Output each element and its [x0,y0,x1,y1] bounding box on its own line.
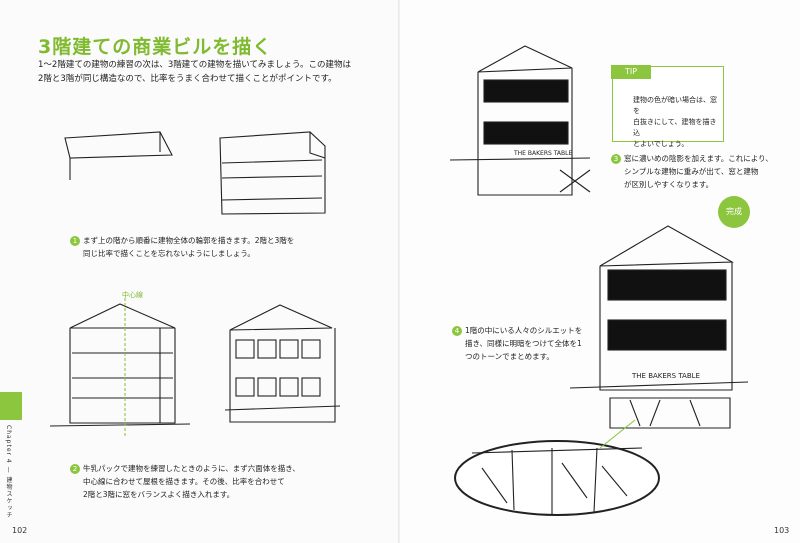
step3-building-sketch [449,45,591,196]
step2-sketch-windows [224,304,341,423]
step1-line-2: 同じ比率で描くことを忘れないようにしましょう。 [83,249,255,258]
step3-line-1: 窓に濃いめの陰影を加えます。これにより、 [624,154,773,163]
step2-line-2: 中心線に合わせて屋根を描きます。その後、比率を合わせて [83,477,285,486]
intro-text: 1〜2階建ての建物の練習の次は、3階建ての建物を描いてみましょう。この建物は 2… [38,58,368,86]
tip-box: TIP 建物の色が暗い場合は、窓を 白抜きにして、建物を描き込 とよいでしょう。 [611,65,724,148]
page-title: 3階建ての商業ビルを描く [38,36,273,58]
step1-badge: 1 [70,236,80,246]
detail-connector-line [599,419,636,449]
step1-line-1: まず上の階から順番に建物全体の輪郭を描きます。2階と3階を [83,236,295,245]
step3-badge: 3 [611,154,621,164]
step3-line-3: が区別しやすくなります。 [624,180,714,189]
left-page: 3階建ての商業ビルを描く 1〜2階建ての建物の練習の次は、3階建ての建物を描いて… [0,36,368,535]
intro-line-1: 1〜2階建ての建物の練習の次は、3階建ての建物を描いてみましょう。この建物は [38,60,351,70]
step4-line-3: つのトーンでまとめます。 [465,352,554,361]
tip-text: 建物の色が暗い場合は、窓を 白抜きにして、建物を描き込 とよいでしょう。 [633,95,721,150]
step2-badge: 2 [70,464,80,474]
step2-sketch-outline [49,298,191,438]
completed-badge: 完成 [718,196,750,228]
center-line-label: 中心線 [122,291,143,299]
page-number-left: 102 [12,526,28,535]
step4-line-2: 描き、同様に明暗をつけて全体を1 [465,339,582,348]
shop-sign-small: THE BAKERS TABLE [514,150,573,157]
shop-sign-large: THE BAKERS TABLE [632,372,700,380]
final-building-sketch [569,225,749,429]
tip-label: TIP [611,65,651,79]
step2-line-3: 2階と3階に窓をバランスよく描き入れます。 [83,490,235,499]
chapter-side-label: Chapter 4 — 建物スケッチ [5,425,12,519]
chapter-tab [0,392,22,420]
tip-line-3: とよいでしょう。 [633,140,689,148]
step4-line-1: 1階の中にいる人々のシルエットを [465,326,583,335]
intro-line-2: 2階と3階が同じ構造なので、比率をうまく合わせて描くことがポイントです。 [38,74,337,84]
tip-line-1: 建物の色が暗い場合は、窓を [633,96,717,115]
tip-line-2: 白抜きにして、建物を描き込 [633,118,717,137]
step3-line-2: シンプルな建物に重みが出て、窓と建物 [624,167,759,176]
page-number-right: 103 [774,526,790,535]
step1-sketch-floors [219,131,326,215]
step4-badge: 4 [452,326,462,336]
detail-magnifier-oval [454,440,660,516]
step1-sketch-roof [64,131,173,180]
step2-line-1: 牛乳パックで建物を練習したときのように、まず六面体を描き、 [83,464,300,473]
